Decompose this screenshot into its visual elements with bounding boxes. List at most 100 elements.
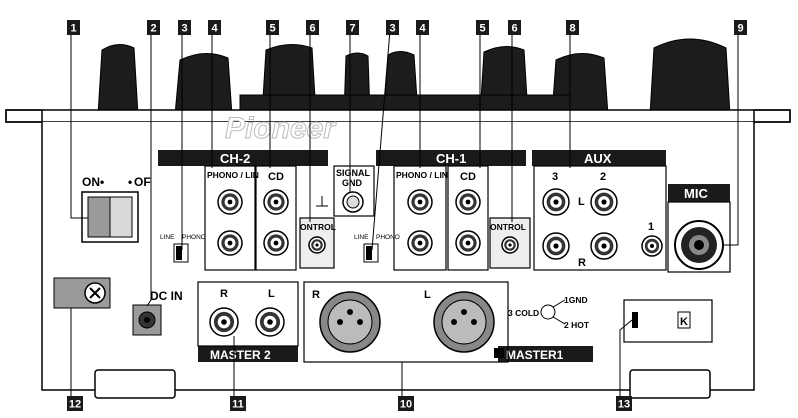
master1-r-label: R xyxy=(312,289,320,301)
off-dot: • xyxy=(128,175,132,189)
ground-icon xyxy=(316,196,328,207)
on-label: ON xyxy=(82,175,100,189)
callout-7: 7 xyxy=(346,20,359,35)
ch1-selector-switch[interactable] xyxy=(363,243,379,263)
ch1-control-jack[interactable] xyxy=(501,236,519,254)
leader-line xyxy=(70,30,88,219)
ch1-cd-l-jack[interactable] xyxy=(455,189,481,215)
ch1-label: CH-1 xyxy=(436,151,466,166)
ch2-control-label: ONTROL xyxy=(300,222,336,232)
leader-line xyxy=(619,319,633,396)
callout-number: 5 xyxy=(479,23,485,35)
callout-1: 1 xyxy=(67,20,80,35)
ch1-phono-r-jack[interactable] xyxy=(407,230,433,256)
master1-section xyxy=(303,281,509,363)
signal-gnd-label-1: SIGNAL xyxy=(336,168,371,178)
callout-5: 5 xyxy=(266,20,279,35)
ch2-phono-l-jack[interactable] xyxy=(217,189,243,215)
aux-3-r-jack[interactable] xyxy=(542,232,570,260)
ch2-selector-switch[interactable] xyxy=(173,243,189,263)
aux-band xyxy=(532,150,666,166)
xlr-pin-diagram: 1GND 3 COLD 2 HOT xyxy=(508,295,590,330)
callout-9: 9 xyxy=(734,20,747,35)
power-switch[interactable] xyxy=(81,191,139,243)
pin-2hot-label: 2 HOT xyxy=(564,320,590,330)
callout-number: 11 xyxy=(232,399,244,411)
knob xyxy=(174,53,233,116)
callout-number: 2 xyxy=(150,23,156,35)
master1-l-xlr-jack[interactable] xyxy=(433,291,495,353)
cord-hook xyxy=(53,277,111,309)
ch1-band xyxy=(376,150,526,166)
callout-11: 11 xyxy=(230,396,246,411)
callout-number: 3 xyxy=(181,23,187,35)
ch2-label: CH-2 xyxy=(220,151,250,166)
callout-3: 3 xyxy=(386,20,399,35)
callout-8: 8 xyxy=(566,20,579,35)
aux-3-l-jack[interactable] xyxy=(542,188,570,216)
aux-l-label: L xyxy=(578,196,585,208)
master1-label: MASTER1 xyxy=(506,348,564,362)
rca-jacks xyxy=(209,188,663,337)
callout-number: 4 xyxy=(211,23,218,35)
off-label: OF xyxy=(134,175,151,189)
callout-12: 12 xyxy=(67,396,83,411)
corner-mark xyxy=(494,348,504,358)
callout-2: 2 xyxy=(147,20,160,35)
master1-band xyxy=(498,346,593,362)
ch2-cd-r-jack[interactable] xyxy=(263,230,289,256)
ch2-cd-l-jack[interactable] xyxy=(263,189,289,215)
foot xyxy=(94,369,176,399)
master2-r-jack[interactable] xyxy=(209,307,239,337)
ch2-phono-r-jack[interactable] xyxy=(217,230,243,256)
knob xyxy=(97,44,139,116)
dc-in-jack[interactable] xyxy=(132,304,162,336)
callout-4: 4 xyxy=(416,20,429,35)
master1-l-label: L xyxy=(424,289,431,301)
callout-6: 6 xyxy=(508,20,521,35)
aux-1-label: 1 xyxy=(648,221,654,233)
mic-band xyxy=(668,184,730,202)
callout-number: 6 xyxy=(309,23,315,35)
ch1-line-label: LINE xyxy=(354,234,369,241)
callout-number: 7 xyxy=(349,23,355,35)
master1-r-xlr-jack[interactable] xyxy=(319,291,381,353)
leader-line xyxy=(146,30,152,307)
top-knobs xyxy=(97,38,731,116)
aux-2-r-jack[interactable] xyxy=(590,232,618,260)
master2-band xyxy=(198,346,298,362)
security-slot[interactable] xyxy=(632,312,638,328)
leader-line xyxy=(722,30,739,246)
ch1-cd-r-jack[interactable] xyxy=(455,230,481,256)
ch2-cd-label: CD xyxy=(268,171,284,183)
ch1-phono-line-label: PHONO / LIN xyxy=(396,170,448,180)
ch2-control-jack[interactable] xyxy=(308,236,326,254)
aux-r-label: R xyxy=(578,257,586,269)
callout-number: 6 xyxy=(511,23,517,35)
callout-number: 12 xyxy=(69,399,81,411)
aux-section xyxy=(533,165,667,271)
lock-icon: K xyxy=(677,311,691,329)
callout-3: 3 xyxy=(178,20,191,35)
mic-section xyxy=(667,201,731,273)
leader-line xyxy=(371,29,391,251)
callout-4: 4 xyxy=(208,20,221,35)
label-bands xyxy=(158,150,730,362)
master2-r-label: R xyxy=(220,288,228,300)
aux-2-l-jack[interactable] xyxy=(590,188,618,216)
callout-number: 5 xyxy=(269,23,275,35)
ch1-phono-l-jack[interactable] xyxy=(407,189,433,215)
master2-label: MASTER 2 xyxy=(210,348,271,362)
signal-gnd-terminal[interactable] xyxy=(342,191,364,213)
callout-number: 10 xyxy=(400,399,412,411)
ch2-phono-line-label: PHONO / LIN xyxy=(207,170,259,180)
mic-jack[interactable] xyxy=(674,220,724,270)
brand-logo: Pioneer xyxy=(225,112,337,145)
pin-3cold-label: 3 COLD xyxy=(508,308,539,318)
master2-l-jack[interactable] xyxy=(255,307,285,337)
dc-in-label: DC IN xyxy=(150,289,183,303)
aux-1-jack[interactable] xyxy=(641,235,663,257)
aux-3-label: 3 xyxy=(552,171,558,183)
callout-number: 8 xyxy=(569,23,575,35)
